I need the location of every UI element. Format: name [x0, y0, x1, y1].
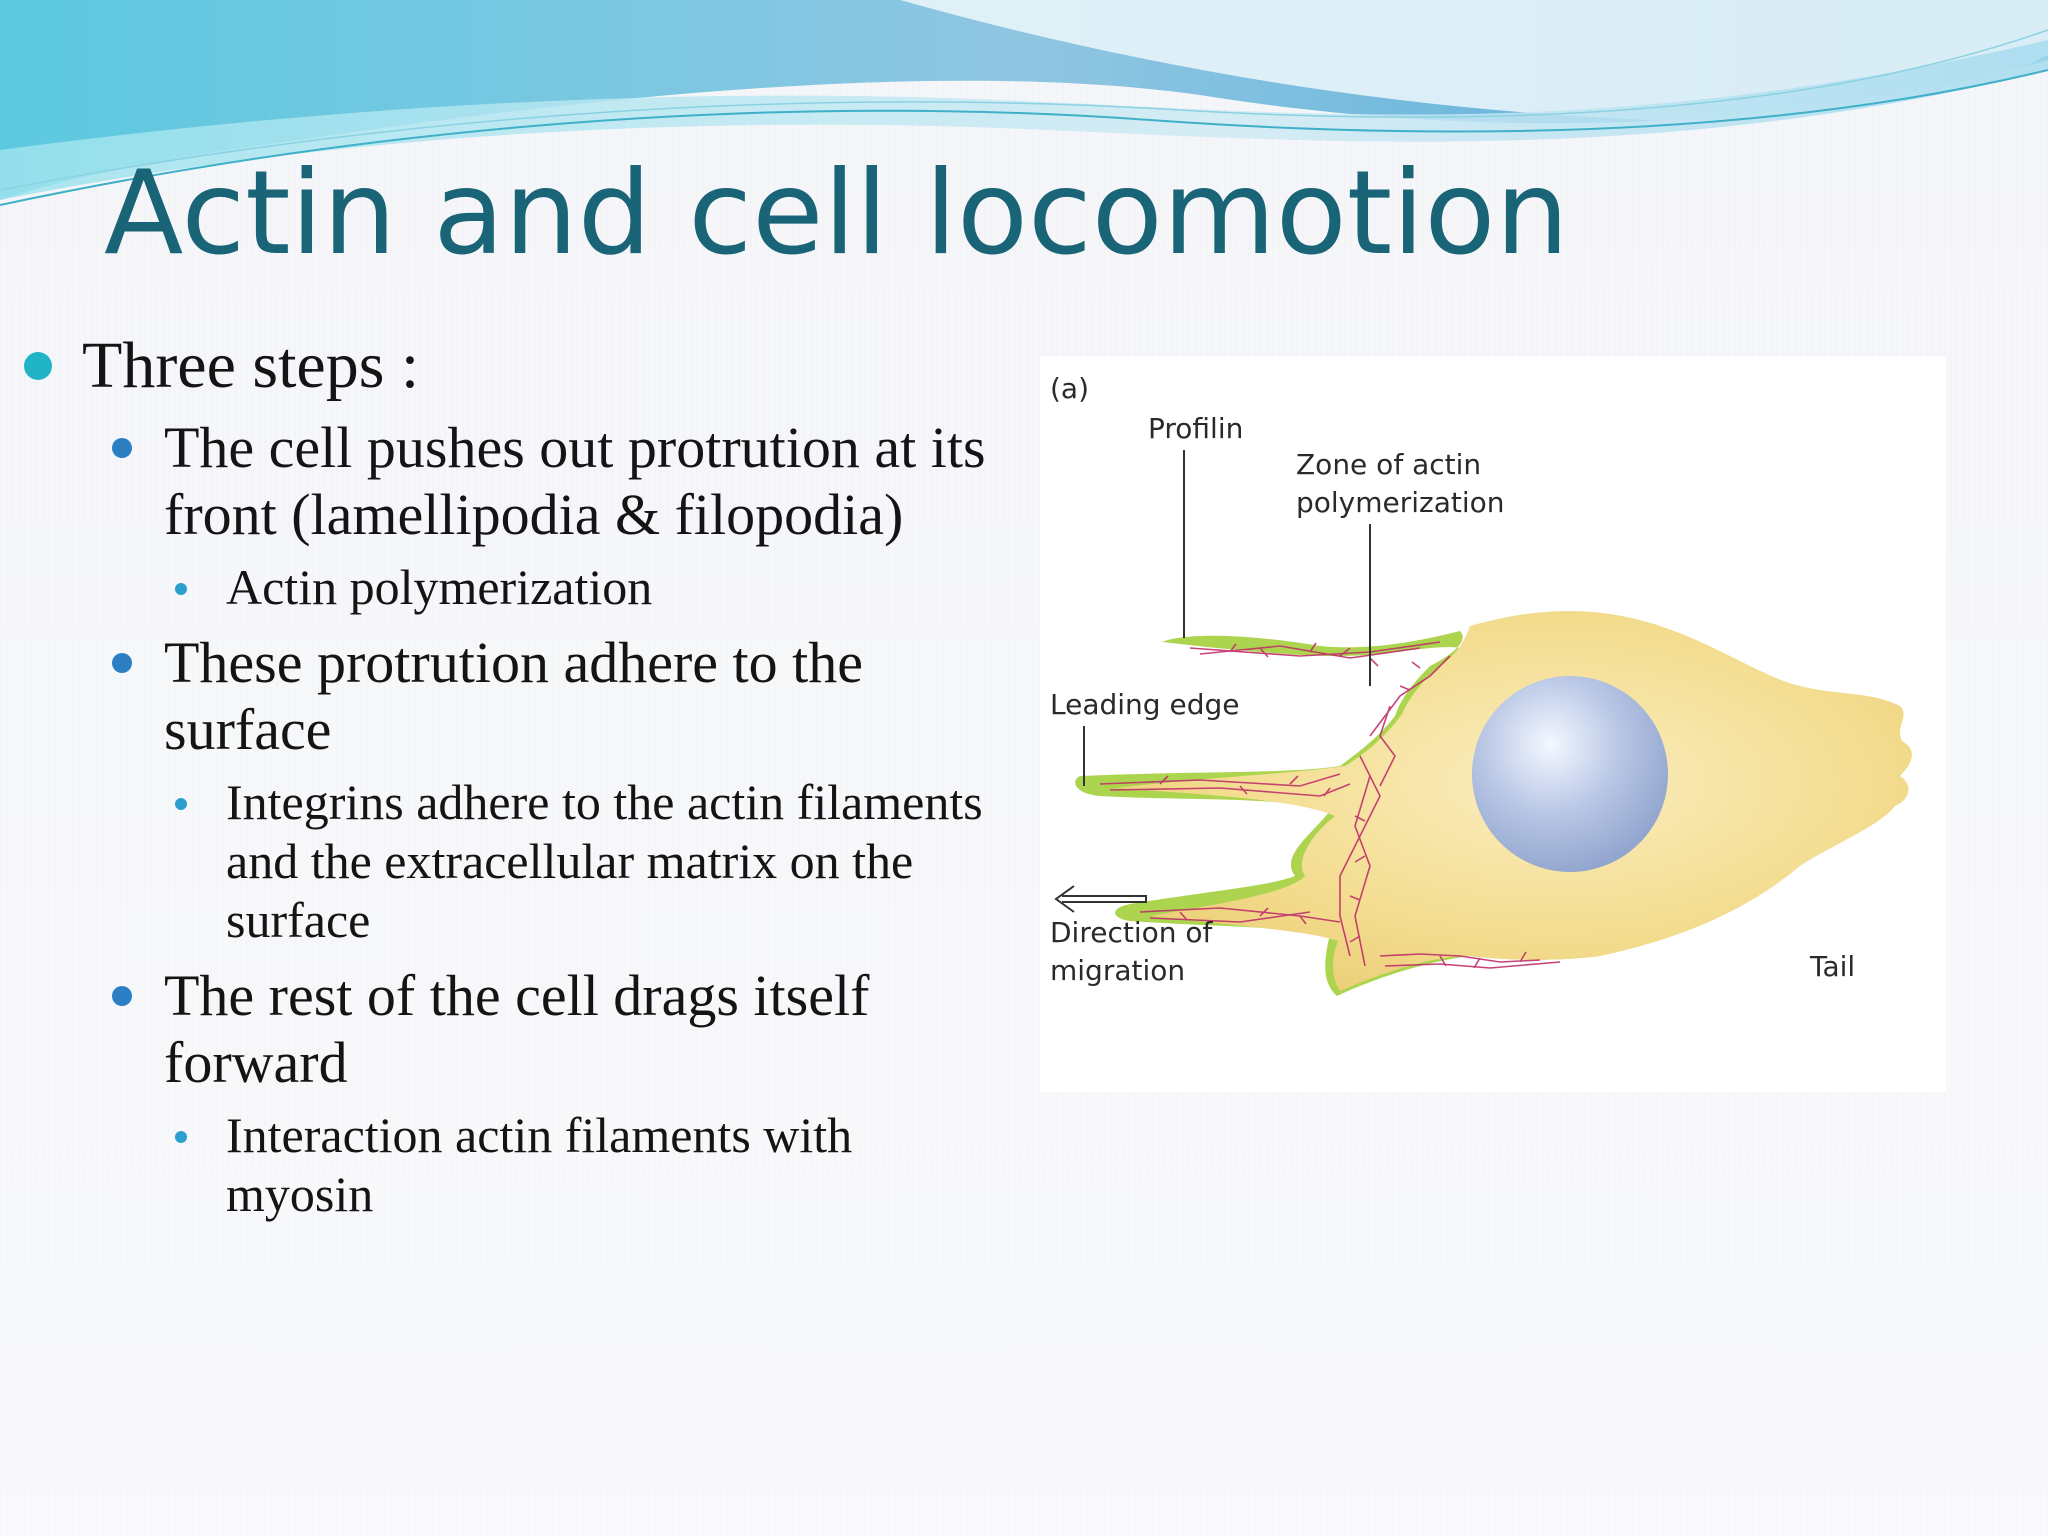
cell-migration-figure: (a) Profilin Zone of actin polymerizatio… [1040, 356, 1946, 1092]
header-wave-decoration [0, 0, 2048, 206]
bullet-dot-icon [112, 986, 132, 1006]
bullet-item-three-steps: Three steps : [0, 330, 1010, 402]
figure-panel-label: (a) [1050, 372, 1089, 405]
sub-bullet-item-step-2: Integrins adhere to the actin filaments … [0, 773, 1010, 950]
label-direction-line-2: migration [1050, 954, 1185, 987]
nucleus [1472, 676, 1668, 872]
bullet-dot-icon [112, 653, 132, 673]
bullet-text: The cell pushes out protrution at its fr… [164, 415, 986, 547]
label-direction-line-1: Direction of [1050, 916, 1214, 949]
label-tail: Tail [1809, 950, 1855, 983]
bullet-text: Three steps : [82, 329, 420, 402]
label-leader-lines [1083, 450, 1371, 786]
label-leading-edge: Leading edge [1050, 688, 1239, 721]
bullet-dot-icon [175, 1131, 187, 1143]
bullet-text: These protrution adhere to the surface [164, 630, 863, 762]
sub-bullet-text: Interaction actin filaments with myosin [226, 1107, 853, 1222]
bullet-list: Three steps : The cell pushes out protru… [0, 320, 1010, 1236]
bullet-text: The rest of the cell drags itself forwar… [164, 963, 870, 1095]
bullet-item-step-2: These protrution adhere to the surface [0, 629, 1010, 763]
bullet-dot-icon [175, 798, 187, 810]
slide-title: Actin and cell locomotion [104, 146, 1569, 281]
bullet-dot-icon [112, 438, 132, 458]
bullet-dot-icon [24, 352, 52, 380]
bullet-dot-icon [175, 583, 187, 595]
bullet-item-step-1: The cell pushes out protrution at its fr… [0, 414, 1010, 548]
sub-bullet-item-step-3: Interaction actin filaments with myosin [0, 1106, 1010, 1224]
actin-network [1099, 641, 1561, 969]
sub-bullet-text: Integrins adhere to the actin filaments … [226, 774, 983, 948]
direction-arrow-icon [1054, 885, 1147, 913]
label-zone-line-2: polymerization [1296, 486, 1505, 519]
bullet-item-step-3: The rest of the cell drags itself forwar… [0, 962, 1010, 1096]
cell-illustration: (a) Profilin Zone of actin polymerizatio… [1050, 372, 1912, 996]
label-zone-line-1: Zone of actin [1296, 448, 1481, 481]
sub-bullet-item-step-1: Actin polymerization [0, 558, 1010, 617]
label-profilin: Profilin [1148, 412, 1243, 445]
sub-bullet-text: Actin polymerization [226, 559, 653, 615]
